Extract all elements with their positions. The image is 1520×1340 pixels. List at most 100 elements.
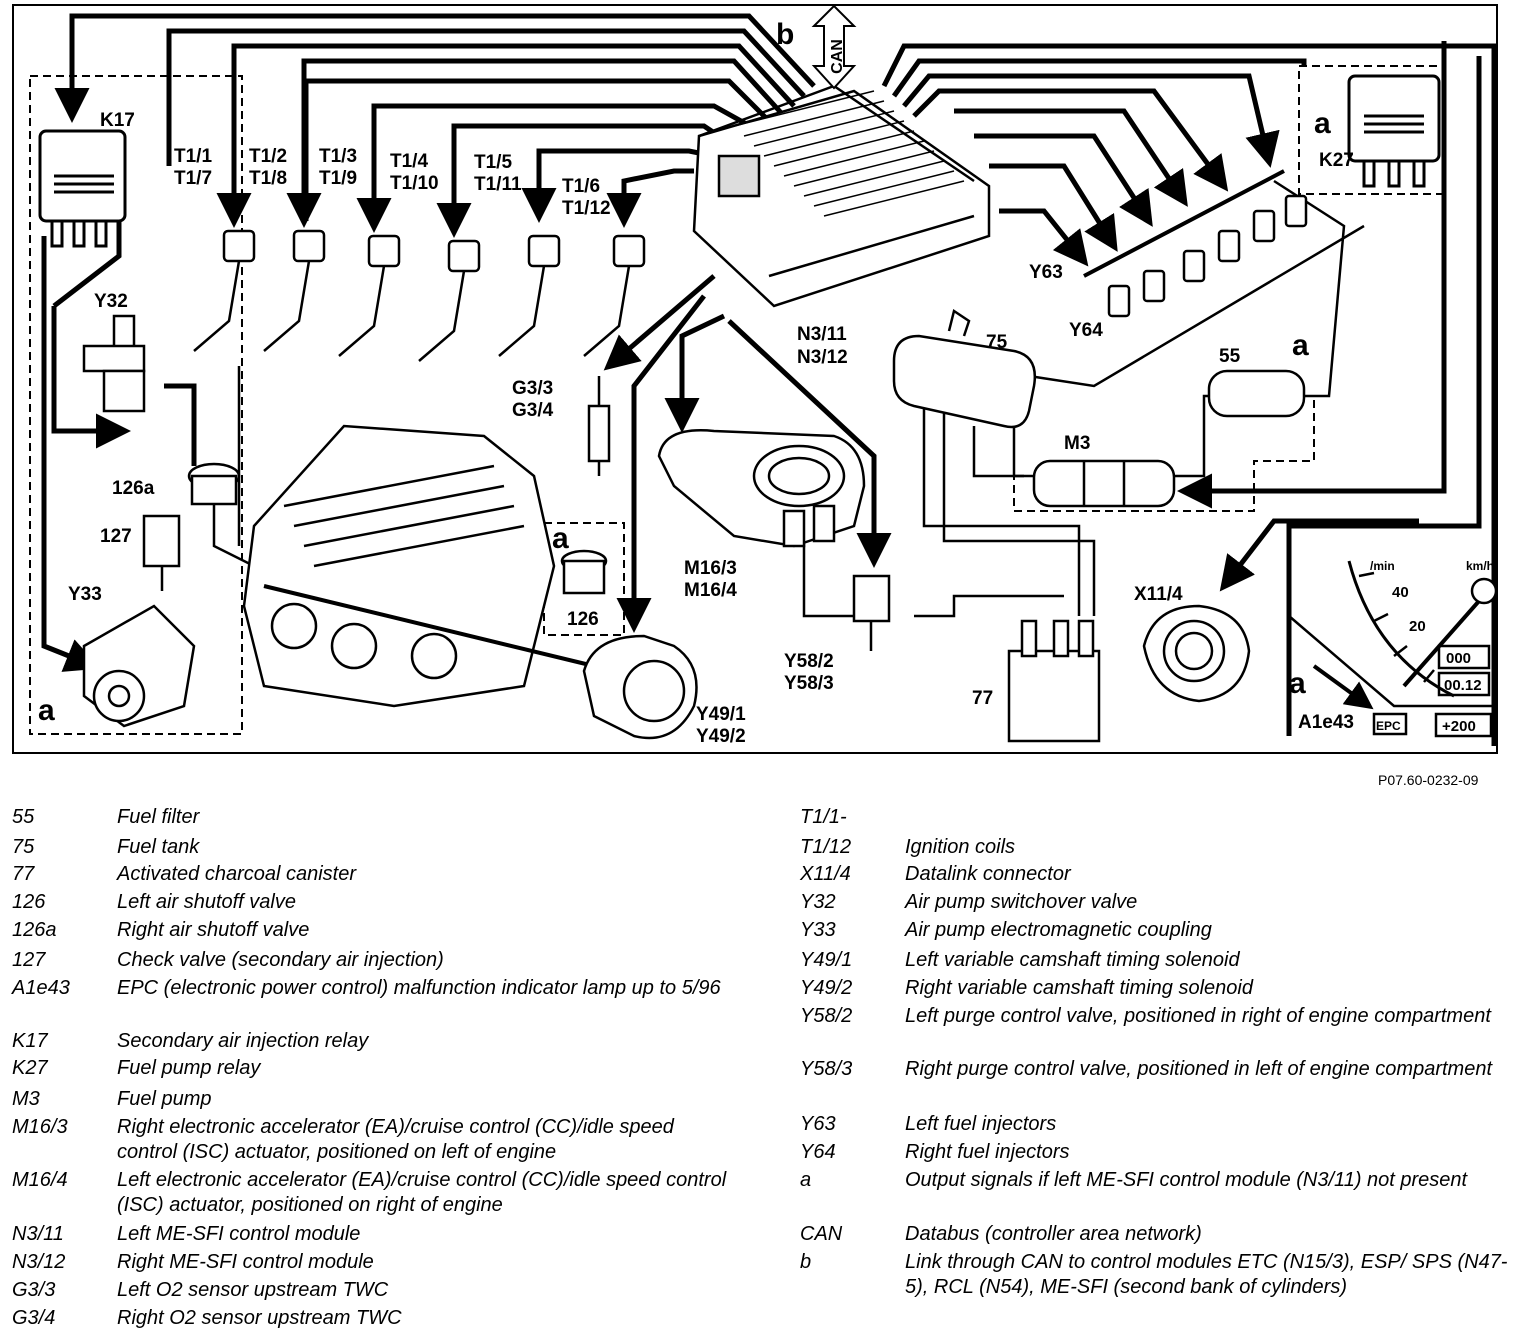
wire-r4 (912, 88, 1229, 192)
label-75: 75 (986, 332, 1008, 353)
legend-description: Left air shutoff valve (117, 891, 296, 913)
label-y32: Y32 (94, 291, 128, 312)
speed-label-40: 40 (1392, 584, 1409, 601)
legend-description: Secondary air injection relay (117, 1030, 369, 1052)
legend-code: 75 (12, 836, 35, 858)
label-126: 126 (567, 609, 599, 630)
wire-r7 (989, 163, 1118, 252)
label-t1-7: T1/7 (174, 168, 213, 189)
wire-r3 (902, 73, 1280, 168)
wire-r6 (974, 133, 1153, 227)
legend-description: Air pump electromagnetic coupling (905, 919, 1212, 941)
label-n3-11: N3/11 (797, 324, 847, 345)
rpm-unit: /min (1370, 559, 1395, 573)
wire-2 (216, 43, 796, 228)
label-b: b (776, 18, 795, 51)
legend-code: 126 (12, 891, 46, 913)
legend-code: M16/3 (12, 1116, 68, 1138)
label-m16-3: M16/3 (684, 558, 737, 579)
wire-left-4 (164, 383, 197, 466)
label-t1-12: T1/12 (562, 198, 611, 219)
wire-g3 (603, 274, 716, 371)
fuel-pump (1032, 459, 1176, 508)
legend-description: Right electronic accelerator (EA)/cruise… (117, 1116, 674, 1163)
instrument-cluster (1288, 560, 1496, 738)
legend-code: M3 (12, 1088, 40, 1110)
label-k27: K27 (1319, 150, 1354, 171)
wire-left-1 (41, 236, 101, 672)
purge-control-valve (852, 574, 891, 651)
label-k17: K17 (100, 110, 135, 131)
ignition-coils (193, 229, 646, 362)
legend-description: Left fuel injectors (905, 1113, 1057, 1135)
diagram-drawing (29, 6, 1496, 746)
speed-label-20: 20 (1409, 618, 1426, 635)
air-pump-switchover-valve (82, 314, 146, 413)
fuel-filter (1207, 369, 1306, 418)
label-m3: M3 (1064, 433, 1091, 454)
legend-description: Fuel filter (117, 806, 200, 828)
o2-sensor (587, 376, 611, 476)
legend-code: G3/3 (12, 1279, 56, 1301)
legend-code: N3/12 (12, 1251, 66, 1273)
legend-code: a (800, 1169, 812, 1191)
legend-code: K17 (12, 1030, 48, 1052)
label-127: 127 (100, 526, 132, 547)
wire-left-3 (52, 221, 122, 308)
legend-code: A1e43 (12, 977, 70, 999)
legend-code: M16/4 (12, 1169, 68, 1191)
label-t1-8: T1/8 (249, 168, 288, 189)
legend-code: X11/4 (800, 863, 851, 885)
legend-description: Right ME-SFI control module (117, 1251, 374, 1273)
odometer-display-2: 00.12 (1444, 677, 1482, 694)
datalink-connector (1142, 604, 1251, 703)
wire-r2 (891, 58, 1307, 98)
label-y49-1: Y49/1 (696, 704, 746, 725)
label-77: 77 (972, 688, 994, 709)
legend-description: Left purge control valve, positioned in … (905, 1005, 1491, 1027)
legend-description: Left variable camshaft timing solenoid (905, 949, 1240, 971)
camshaft-solenoid (582, 634, 698, 740)
legend-code: 77 (12, 863, 35, 885)
legend-description: Fuel tank (117, 836, 200, 858)
wire-1 (166, 28, 806, 166)
wire-r10 (1286, 56, 1482, 736)
legend-code: N3/11 (12, 1223, 64, 1245)
label-y33: Y33 (68, 584, 102, 605)
label-a-k27: a (1314, 107, 1331, 140)
label-a-55: a (1292, 329, 1309, 362)
legend-code: T1/12 (800, 836, 852, 858)
label-t1-2: T1/2 (249, 146, 288, 167)
legend-description: Fuel pump relay (117, 1057, 261, 1079)
wire-r1 (881, 43, 1496, 746)
legend-code: 55 (12, 806, 35, 828)
wire-r9 (1177, 41, 1447, 509)
legend-description: Left O2 sensor upstream TWC (117, 1279, 389, 1301)
legend-code: b (800, 1251, 812, 1273)
legend-code: Y58/3 (800, 1058, 853, 1080)
legend-code: Y63 (800, 1113, 836, 1135)
figure-reference: P07.60-0232-09 (1378, 772, 1479, 788)
wire-to-k17 (54, 13, 816, 123)
throttle-actuator (657, 429, 866, 548)
wire-left-2 (51, 306, 131, 449)
label-a-left: a (38, 694, 55, 727)
wiring-diagram: b CAN K17 K27 a T1/1 T1/7 T1/2 T1/8 T1/3… (12, 4, 1498, 754)
legend-description: Fuel pump (117, 1088, 212, 1110)
wire-y58 (727, 319, 892, 568)
label-y64: Y64 (1069, 320, 1103, 341)
engine-block (242, 424, 595, 708)
legend-description: Activated charcoal canister (117, 863, 357, 885)
legend-description: EPC (electronic power control) malfuncti… (117, 977, 721, 999)
legend-code: Y58/2 (800, 1005, 853, 1027)
wire-x11 (1219, 518, 1419, 592)
label-t1-1: T1/1 (174, 146, 213, 167)
temp-display: +200 (1442, 718, 1476, 735)
label-m16-4: M16/4 (684, 580, 737, 601)
label-t1-9: T1/9 (319, 168, 358, 189)
legend-description: Left ME-SFI control module (117, 1223, 361, 1245)
wire-r5 (954, 108, 1188, 207)
legend-description: Output signals if left ME-SFI control mo… (905, 1169, 1468, 1191)
air-pump-coupling (82, 604, 196, 728)
wire-8 (606, 168, 694, 228)
